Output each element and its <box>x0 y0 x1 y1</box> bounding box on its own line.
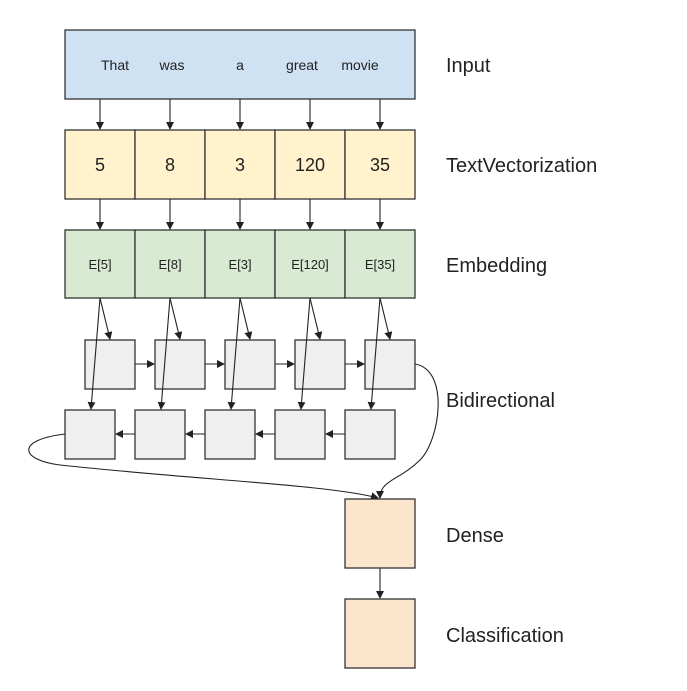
label-text-vectorization: TextVectorization <box>446 155 597 177</box>
forward-rnn-cell <box>364 339 416 390</box>
input-word: a <box>236 57 244 73</box>
token-cell <box>64 129 136 200</box>
embedding-to-forward-arrow <box>239 297 253 340</box>
embedding-value: E[5] <box>88 257 111 272</box>
backward-rnn-cell <box>64 409 116 460</box>
embedding-to-forward-arrow <box>309 297 323 340</box>
token-value: 120 <box>295 155 325 175</box>
label-input: Input <box>446 55 491 77</box>
embedding-cell <box>344 229 416 299</box>
token-cell <box>344 129 416 200</box>
embedding-value: E[120] <box>291 257 329 272</box>
token-value: 35 <box>370 155 390 175</box>
label-bidirectional: Bidirectional <box>446 390 555 412</box>
dense-box <box>344 498 416 569</box>
token-value: 5 <box>95 155 105 175</box>
input-word: was <box>159 57 185 73</box>
forward-to-dense-arrow <box>376 363 439 499</box>
label-embedding: Embedding <box>446 255 547 277</box>
backward-to-dense-arrow <box>28 433 379 501</box>
backward-rnn-cell <box>274 409 326 460</box>
token-cell <box>134 129 206 200</box>
forward-rnn-cell <box>154 339 206 390</box>
backward-rnn-cell <box>204 409 256 460</box>
embedding-to-forward-arrow <box>379 297 393 340</box>
label-dense: Dense <box>446 525 504 547</box>
embedding-to-backward-arrow <box>367 297 381 410</box>
embedding-cell <box>274 229 346 299</box>
input-word: movie <box>341 57 379 73</box>
embedding-to-backward-arrow <box>297 297 311 410</box>
token-value: 3 <box>235 155 245 175</box>
embedding-to-forward-arrow <box>169 297 183 340</box>
embedding-cell <box>134 229 206 299</box>
backward-rnn-cell <box>344 409 396 460</box>
embedding-value: E[8] <box>158 257 181 272</box>
token-value: 8 <box>165 155 175 175</box>
embedding-value: E[35] <box>365 257 395 272</box>
embedding-to-backward-arrow <box>87 297 101 410</box>
forward-rnn-cell <box>294 339 346 390</box>
embedding-to-backward-arrow <box>157 297 171 410</box>
forward-rnn-cell <box>84 339 136 390</box>
classification-box <box>344 598 416 669</box>
embedding-value: E[3] <box>228 257 251 272</box>
embedding-to-forward-arrow <box>99 297 113 340</box>
embedding-to-backward-arrow <box>227 297 241 410</box>
input-word: great <box>286 57 318 73</box>
input-word: That <box>101 57 129 73</box>
backward-rnn-cell <box>134 409 186 460</box>
forward-rnn-cell <box>224 339 276 390</box>
label-classification: Classification <box>446 625 564 647</box>
input-box <box>64 29 416 100</box>
